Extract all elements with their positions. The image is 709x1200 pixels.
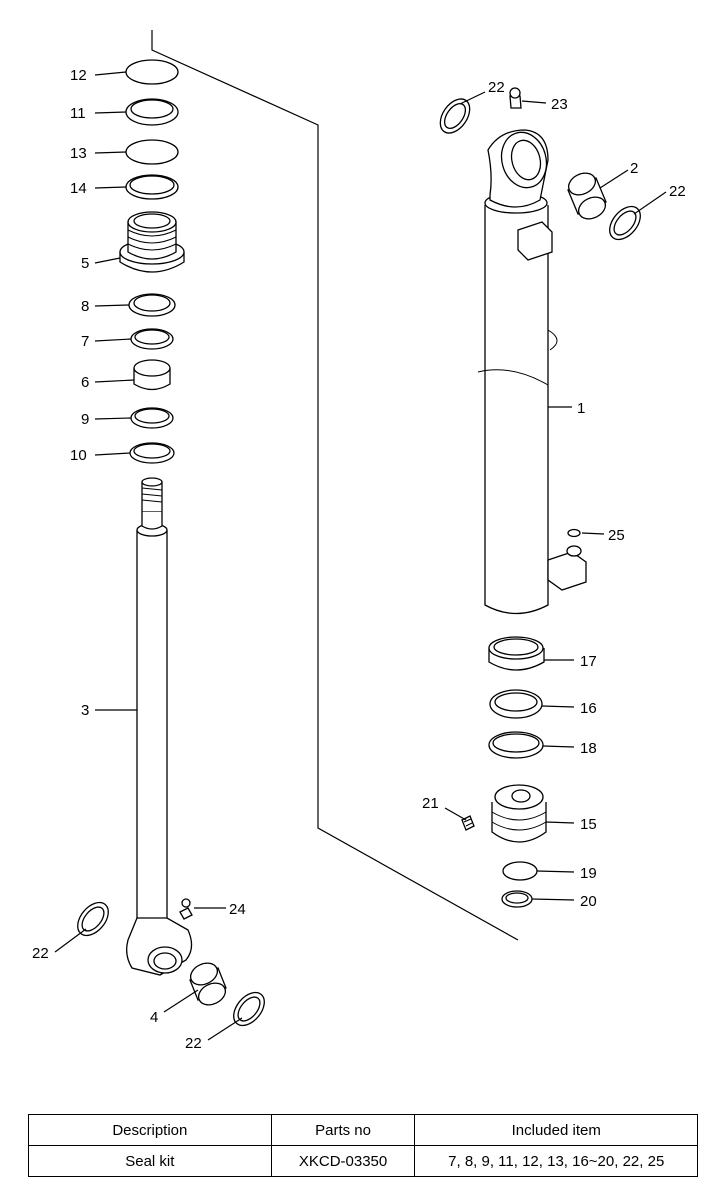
part-3-piston-rod — [126, 477, 193, 976]
cell-included-item: 7, 8, 9, 11, 12, 13, 16~20, 22, 25 — [414, 1145, 698, 1177]
part-14-ring — [125, 174, 179, 200]
callout-3: 3 — [81, 702, 89, 719]
part-24-grease-nipple — [179, 898, 193, 920]
part-20-ring — [501, 890, 533, 908]
callout-14: 14 — [70, 180, 87, 197]
callout-10: 10 — [70, 447, 87, 464]
part-17-ring — [488, 636, 545, 671]
header-description: Description — [28, 1114, 272, 1146]
callout-8: 8 — [81, 298, 89, 315]
part-23-grease-nipple — [509, 87, 522, 109]
callout-19: 19 — [580, 865, 597, 882]
cell-description: Seal kit — [28, 1145, 272, 1177]
callout-2: 2 — [630, 160, 638, 177]
assembly-boundary-line — [151, 30, 519, 941]
part-5-rod-cover — [119, 211, 185, 273]
part-18-ring — [488, 731, 544, 759]
callout-6: 6 — [81, 374, 89, 391]
callout-11: 11 — [70, 105, 86, 122]
callout-22-tube-top: 22 — [488, 79, 505, 96]
part-22-dust-seal-tube-right — [609, 205, 641, 241]
callout-9: 9 — [81, 411, 89, 428]
callout-24: 24 — [229, 901, 246, 918]
table-row: Seal kit XKCD-03350 7, 8, 9, 11, 12, 13,… — [28, 1145, 698, 1177]
part-11-ring — [125, 98, 179, 126]
leader-lines — [54, 71, 667, 1041]
part-16-ring — [489, 689, 543, 719]
part-8-ring — [128, 293, 176, 317]
callout-16: 16 — [580, 700, 597, 717]
callout-23: 23 — [551, 96, 568, 113]
part-2-bushing — [567, 172, 607, 220]
header-included-item: Included item — [414, 1114, 698, 1146]
part-22-dust-seal-rod-left — [77, 901, 109, 937]
callout-12: 12 — [70, 67, 87, 84]
callout-21: 21 — [422, 795, 439, 812]
callout-labels: 12 11 13 14 5 8 7 6 9 10 3 22 4 22 24 22… — [32, 67, 686, 1052]
callout-18: 18 — [580, 740, 597, 757]
part-22-dust-seal-rod-right — [233, 991, 265, 1027]
exploded-parts-diagram: 12 11 13 14 5 8 7 6 9 10 3 22 4 22 24 22… — [32, 30, 686, 1052]
part-13-o-ring — [125, 139, 179, 165]
callout-4: 4 — [150, 1009, 158, 1026]
part-9-ring — [130, 407, 174, 429]
callout-22-rod-left: 22 — [32, 945, 49, 962]
callout-17: 17 — [580, 653, 597, 670]
part-7-ring — [130, 328, 174, 350]
callout-22-tube-right: 22 — [669, 183, 686, 200]
callout-13: 13 — [70, 145, 87, 162]
callout-20: 20 — [580, 893, 597, 910]
part-25-o-ring — [567, 528, 581, 538]
callout-1: 1 — [577, 400, 585, 417]
callout-22-rod-right: 22 — [185, 1035, 202, 1052]
part-22-dust-seal-tube-top — [439, 98, 471, 134]
part-1-cylinder-tube — [477, 129, 587, 615]
callout-25: 25 — [608, 527, 625, 544]
part-19-o-ring — [502, 861, 538, 881]
part-12-o-ring — [125, 59, 179, 85]
seal-kit-table: Description Parts no Included item Seal … — [28, 1114, 698, 1177]
header-parts-no: Parts no — [270, 1114, 416, 1146]
part-4-bushing — [189, 962, 227, 1006]
part-15-piston — [491, 784, 547, 843]
cell-parts-no: XKCD-03350 — [270, 1145, 416, 1177]
part-6-bushing — [133, 359, 171, 391]
callout-15: 15 — [580, 816, 597, 833]
part-10-retaining-ring — [129, 442, 175, 464]
table-header-row: Description Parts no Included item — [28, 1114, 698, 1146]
callout-7: 7 — [81, 333, 89, 350]
callout-5: 5 — [81, 255, 89, 272]
